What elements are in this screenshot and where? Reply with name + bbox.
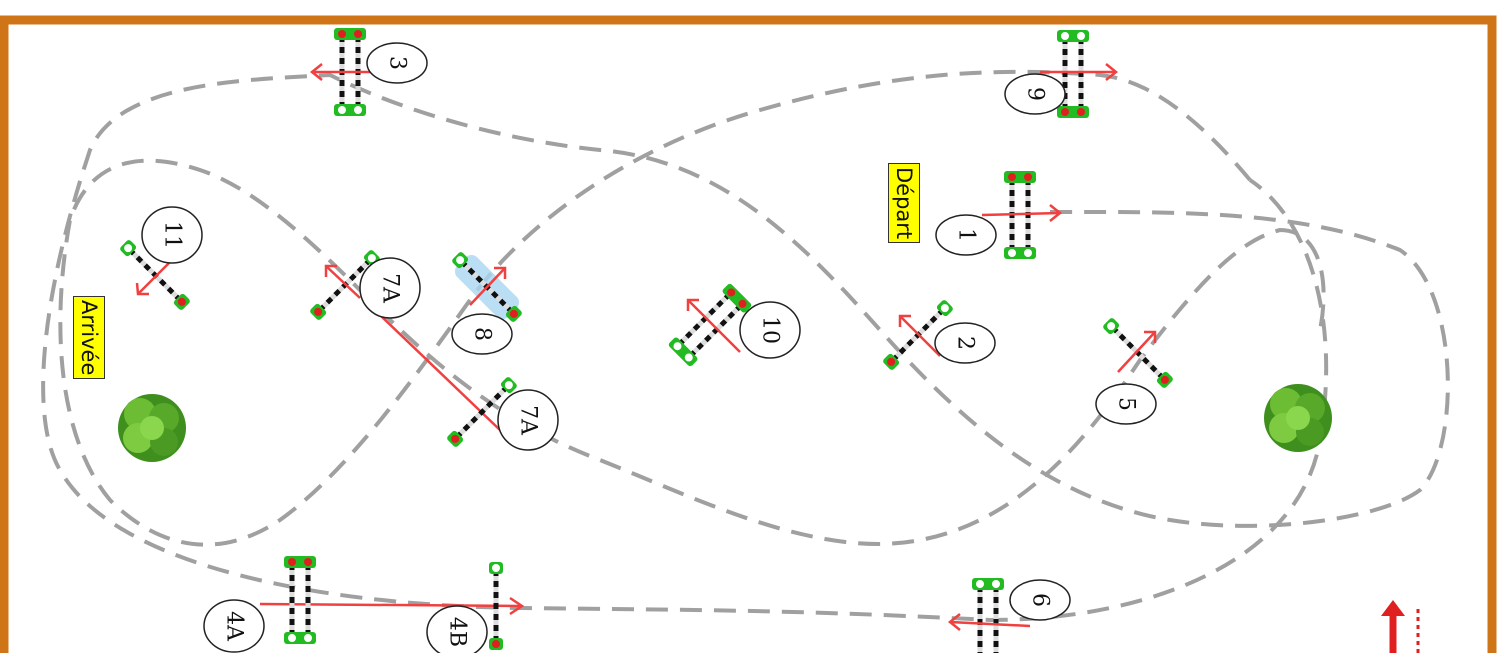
entrance-arrow-icon [1381,600,1420,653]
svg-text:4B: 4B [445,617,470,647]
start-label: Départ [888,163,920,244]
course-path [41,69,1450,623]
bush-left-icon [118,394,186,462]
obstacle-number-5: 5 [1095,383,1157,425]
obstacle-number-11: 11 [141,206,203,264]
obstacle-3 [309,28,374,116]
svg-text:4A: 4A [222,611,247,642]
svg-text:9: 9 [1023,87,1048,101]
svg-text:7A: 7A [516,405,541,436]
bush-right-icon [1264,384,1332,452]
svg-text:7A: 7A [378,273,403,304]
obstacle-number-7a-upper: 7A [359,257,421,319]
svg-text:6: 6 [1028,593,1053,607]
svg-text:2: 2 [953,336,978,350]
obstacle-number-8: 8 [451,313,513,355]
obstacle-number-4a: 4A [203,599,265,653]
obstacle-number-10: 10 [739,301,801,359]
obstacle-number-6: 6 [1009,579,1071,621]
obstacle-number-1: 1 [935,214,997,256]
svg-text:8: 8 [470,327,495,341]
obstacle-number-9: 9 [1004,73,1066,115]
svg-text:10: 10 [758,316,783,344]
svg-text:11: 11 [160,221,185,249]
obstacle-number-3: 3 [366,42,428,84]
svg-text:5: 5 [1114,397,1139,411]
combination-line-4 [259,602,521,608]
obstacle-number-4b: 4B [426,605,488,653]
obstacle-number-2: 2 [934,322,996,364]
finish-label: Arrivée [73,296,105,380]
obstacle-number-7a-lower: 7A [497,389,559,451]
svg-text:1: 1 [954,228,979,242]
svg-text:3: 3 [385,56,410,70]
